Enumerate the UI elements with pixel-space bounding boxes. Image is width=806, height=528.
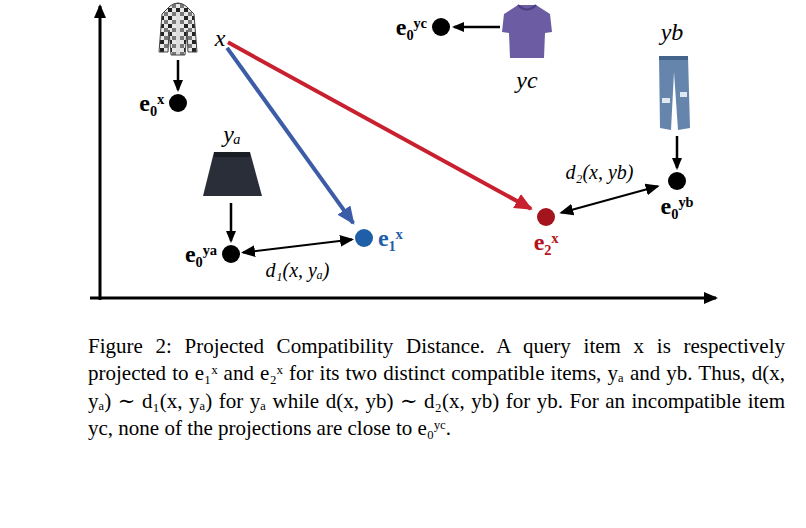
item-label: yₐ xyxy=(223,121,241,147)
embedding-point: e₀ʸᵃ xyxy=(185,241,240,267)
distance-arrow xyxy=(243,239,352,252)
embedding-point: e₁ˣ xyxy=(355,225,403,251)
jeans-image xyxy=(659,56,690,130)
embedding-dot xyxy=(169,94,187,112)
item-label: x xyxy=(215,25,226,51)
figure-caption: Figure 2: Projected Compatibility Distan… xyxy=(88,333,785,443)
distance-label: d₂(x, yb) xyxy=(563,161,635,183)
blouse-image xyxy=(502,5,552,58)
distance-arrow xyxy=(561,186,657,213)
projection-arrow xyxy=(227,48,353,223)
item-label: yc xyxy=(516,67,537,93)
embedding-dot xyxy=(668,172,686,190)
query-item: x xyxy=(215,25,226,51)
item-label: yb xyxy=(661,19,684,45)
embedding-label: e₀ʸᵃ xyxy=(185,241,217,267)
embedding-label: e₀ʸᶜ xyxy=(396,14,427,40)
embedding-label: e₁ˣ xyxy=(378,225,403,251)
embedding-point: e₀ˣ xyxy=(139,90,187,116)
leader-arrows xyxy=(178,27,677,241)
embedding-point: e₀ʸᶜ xyxy=(396,14,450,40)
embedding-dot xyxy=(355,229,373,247)
jacket-image xyxy=(159,3,197,55)
projection-arrow xyxy=(228,42,531,208)
embedding-point: e₀ʸᵇ xyxy=(661,172,694,219)
embedding-dot xyxy=(537,208,555,226)
embedding-label: e₂ˣ xyxy=(534,229,559,255)
skirt-image xyxy=(203,152,262,196)
embedding-point: e₂ˣ xyxy=(534,208,559,255)
embedding-label: e₀ʸᵇ xyxy=(661,193,694,219)
embedding-dot xyxy=(432,18,450,36)
embedding-dot xyxy=(222,245,240,263)
distance-label: d₁(x, yₐ) xyxy=(264,259,332,281)
embedding-label: e₀ˣ xyxy=(139,90,164,116)
